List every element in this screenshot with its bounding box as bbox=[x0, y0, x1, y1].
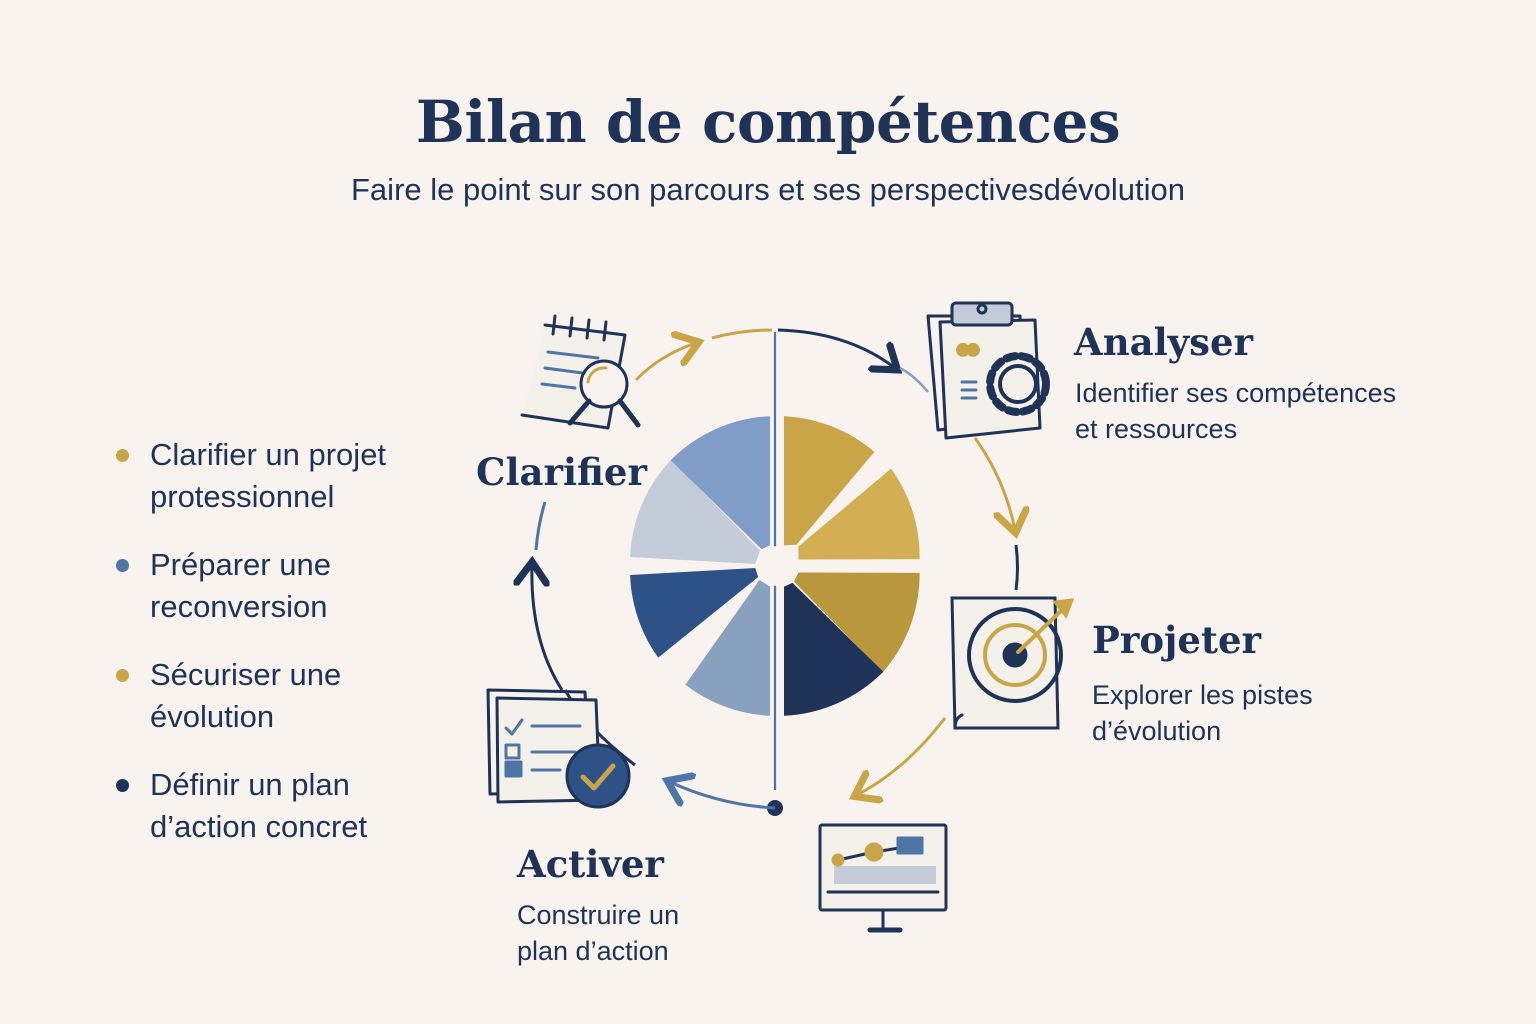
step-title-projeter: Projeter bbox=[1092, 618, 1262, 662]
objective-line2: protessionnel bbox=[150, 479, 335, 514]
target-arrow-icon bbox=[950, 596, 1075, 730]
step-title-clarifier: Clarifier bbox=[476, 450, 647, 494]
checklist-check-icon bbox=[486, 688, 631, 809]
arc-top bbox=[711, 328, 773, 340]
step-desc-line: Construire un bbox=[517, 900, 680, 930]
step-desc-line: Identifier ses compétences bbox=[1075, 378, 1397, 408]
monitor-chart-icon bbox=[818, 823, 948, 933]
objective-line1: Sécuriser une bbox=[150, 657, 342, 692]
objective-line1: Clarifier un projet bbox=[150, 437, 387, 472]
objective-item: Préparer une reconversion bbox=[112, 544, 452, 628]
pie-slice-6 bbox=[630, 568, 759, 658]
bullet-dot bbox=[116, 669, 129, 682]
step-desc-line: et ressources bbox=[1075, 414, 1238, 444]
step-title-analyser: Analyser bbox=[1074, 320, 1254, 364]
pie-slice-3 bbox=[793, 572, 920, 673]
arc-top-right bbox=[777, 328, 895, 368]
pie-slice-5 bbox=[685, 580, 770, 716]
central-pie bbox=[630, 416, 920, 716]
objective-line2: d’action concret bbox=[150, 809, 368, 844]
objective-line2: reconversion bbox=[150, 589, 328, 624]
objective-item: Sécuriser une évolution bbox=[112, 654, 452, 738]
pie-slice-1 bbox=[784, 416, 875, 546]
objective-line1: Définir un plan bbox=[150, 767, 350, 802]
objectives-list: Clarifier un projet protessionnel Prépar… bbox=[112, 434, 452, 874]
step-desc-activer: Construire un plan d’action bbox=[517, 897, 679, 969]
pie-slice-8 bbox=[670, 416, 770, 550]
step-title-activer: Activer bbox=[517, 842, 664, 886]
pie-slice-7 bbox=[630, 459, 761, 564]
objective-line2: évolution bbox=[150, 699, 275, 734]
arc-left bbox=[532, 565, 564, 691]
arc-top-left bbox=[634, 343, 696, 382]
pie-slice-4 bbox=[784, 582, 884, 716]
objective-line1: Préparer une bbox=[150, 547, 331, 582]
arc-right-mid bbox=[1014, 544, 1019, 591]
arc-left-upper bbox=[534, 501, 547, 551]
arc-right-upper bbox=[973, 437, 1015, 530]
bullet-dot bbox=[116, 449, 129, 462]
step-desc-line: Explorer les pistes bbox=[1092, 680, 1313, 710]
step-desc-line: plan d’action bbox=[517, 936, 669, 966]
page-title: Bilan de compétences bbox=[415, 88, 1121, 156]
bullet-dot bbox=[116, 779, 129, 792]
pie-slice-2 bbox=[798, 468, 920, 560]
step-desc-line: d’évolution bbox=[1092, 716, 1222, 746]
clipboard-gear-icon bbox=[926, 301, 1050, 440]
arc-bottom-right bbox=[857, 717, 947, 795]
arc-right-small bbox=[899, 366, 929, 393]
objective-item: Clarifier un projet protessionnel bbox=[112, 434, 452, 518]
objective-item: Définir un plan d’action concret bbox=[112, 764, 452, 848]
bullet-dot bbox=[116, 559, 129, 572]
step-desc-projeter: Explorer les pistes d’évolution bbox=[1092, 677, 1313, 749]
step-desc-analyser: Identifier ses compétences et ressources bbox=[1075, 375, 1396, 447]
arc-bottom bbox=[670, 782, 776, 810]
page-subtitle: Faire le point sur son parcours et ses p… bbox=[351, 172, 1185, 207]
notepad-magnifier-icon bbox=[520, 314, 641, 430]
